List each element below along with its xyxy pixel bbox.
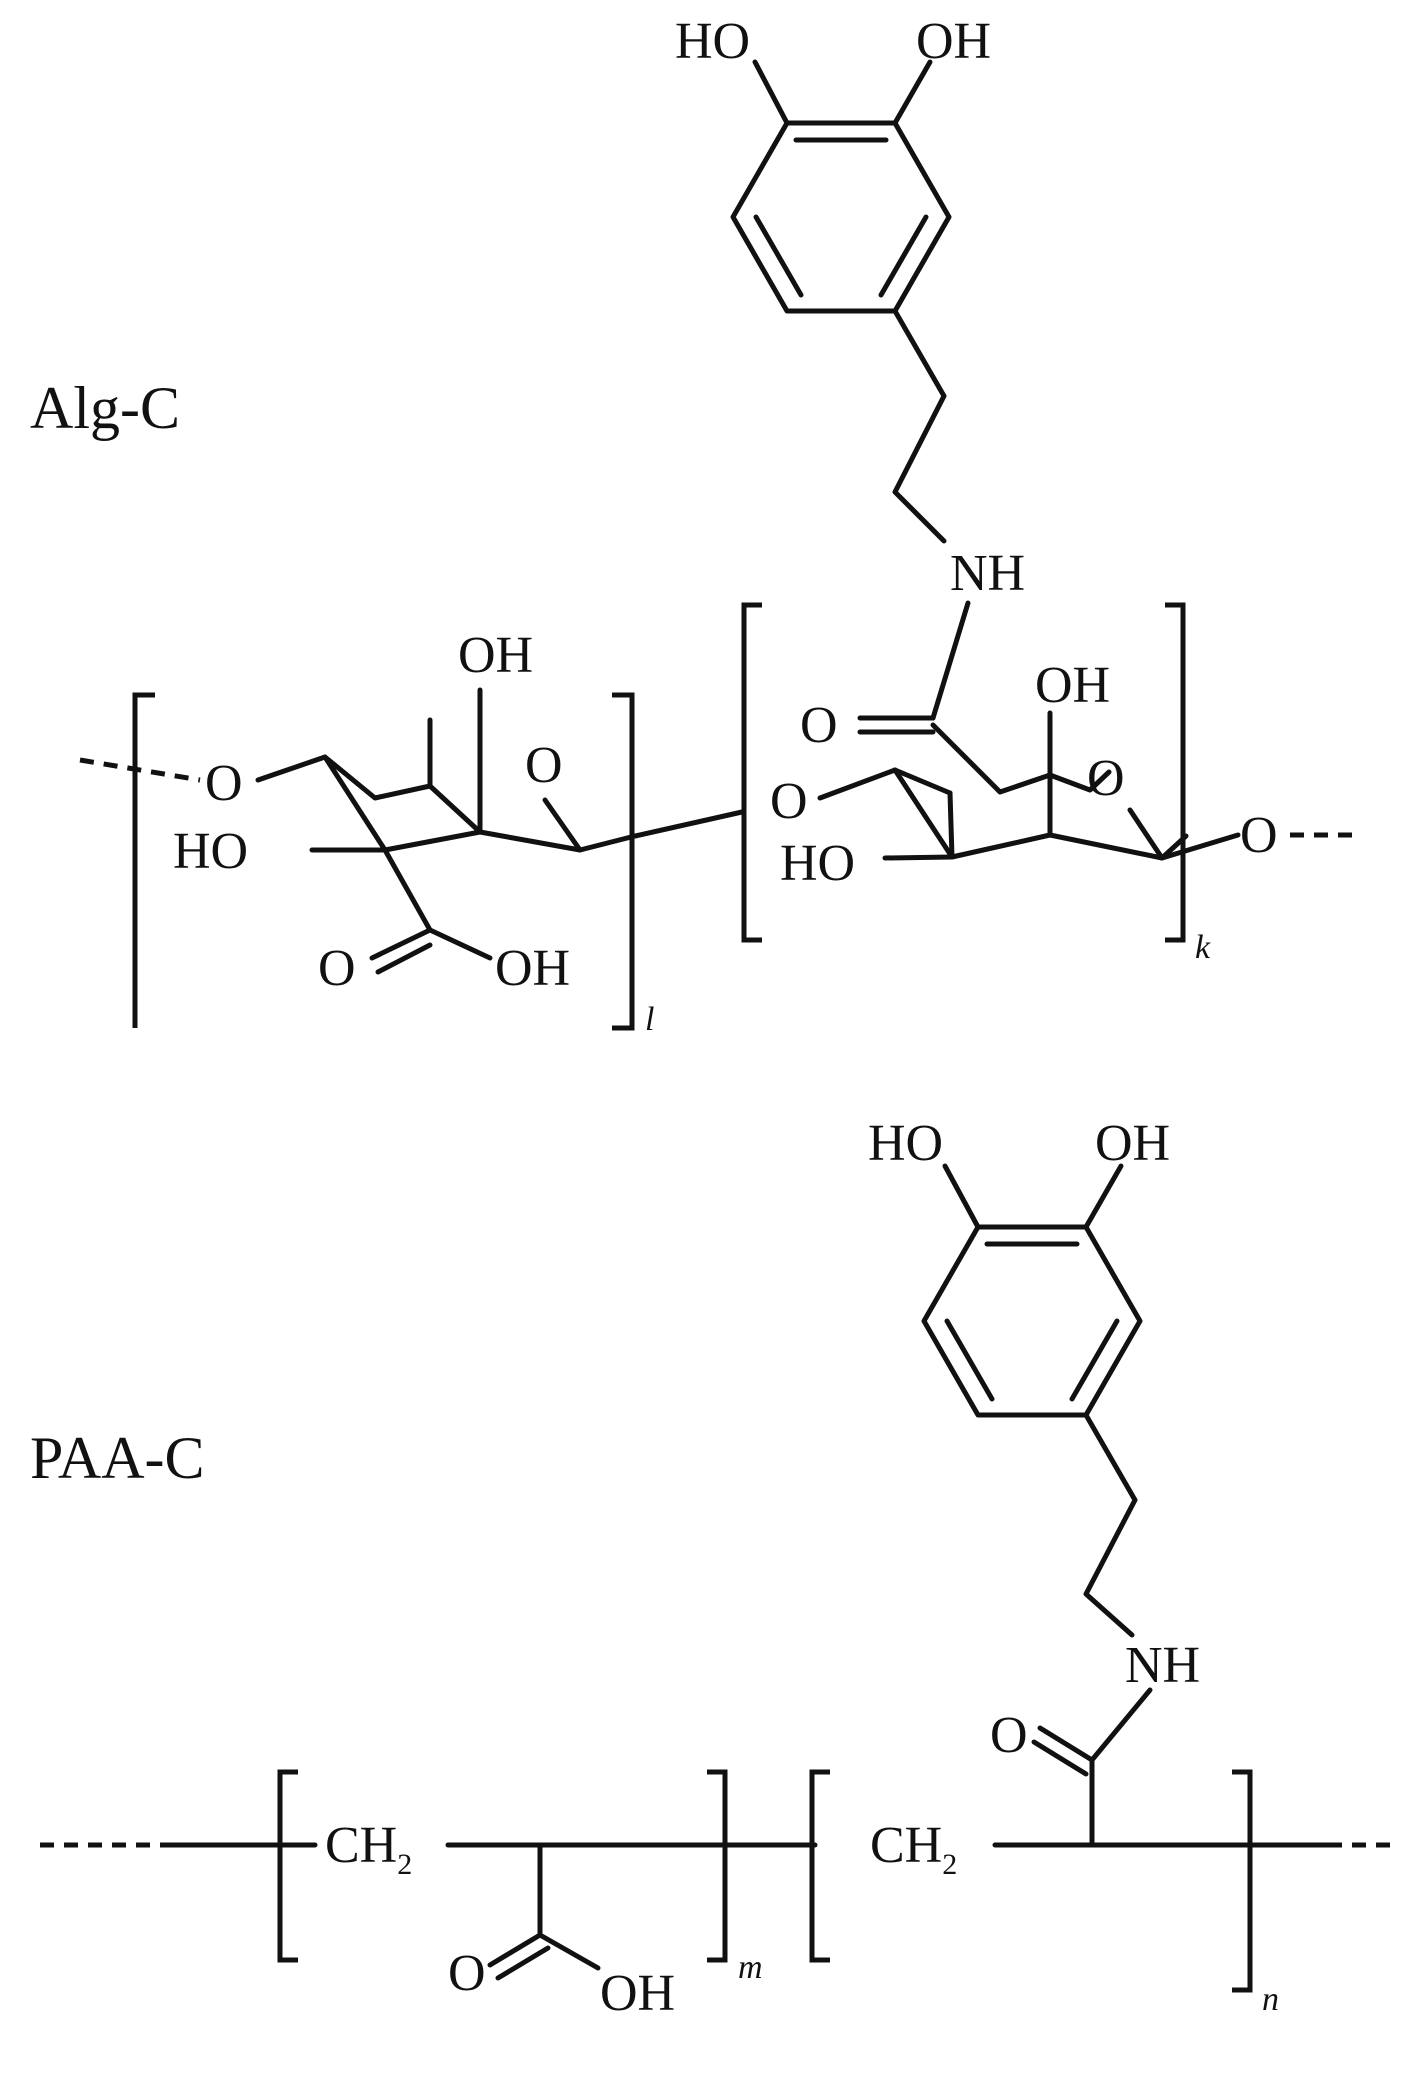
paa-c-structure: PAA-C HO OH NH O CH2 CH2 O — [30, 1115, 1395, 2022]
paa-o-amide: O — [990, 1707, 1028, 1764]
paa-ho-top: HO — [868, 1115, 943, 1172]
alg-o-ring-left: O — [525, 737, 563, 794]
paa-catechol-ring — [921, 1163, 1143, 1418]
alg-o-carbonyl: O — [800, 697, 838, 754]
alg-ho-top: HO — [675, 13, 750, 70]
alg-o-ring-right: O — [1087, 750, 1125, 807]
alg-oh-top: OH — [916, 13, 991, 70]
alg-o-link-mid: O — [770, 773, 808, 830]
alg-nh: NH — [950, 545, 1025, 602]
paa-c-label: PAA-C — [30, 1425, 205, 1491]
alg-o-end: O — [1240, 807, 1278, 864]
alg-index-k: k — [1195, 929, 1211, 966]
alg-o-acid-left: O — [318, 940, 356, 997]
paa-o-acid: O — [448, 1945, 486, 2002]
alg-c-label: Alg-C — [30, 375, 180, 441]
alg-right-pyranose-ring — [882, 710, 1189, 861]
alg-c-structure: Alg-C HO OH NH O OH — [30, 13, 1360, 1038]
alg-catechol-ring — [730, 59, 952, 314]
paa-ch2-right: CH2 — [870, 1817, 957, 1881]
paa-index-m: m — [738, 1949, 763, 1986]
alg-ho-ring-left: HO — [173, 823, 248, 880]
alg-index-l: l — [645, 1001, 654, 1038]
alg-oh-acid-left: OH — [495, 940, 570, 997]
alg-oh-ring-right: OH — [1035, 657, 1110, 714]
alg-oh-ring-left: OH — [458, 627, 533, 684]
alg-left-pyranose-ring — [255, 687, 638, 975]
paa-oh-top: OH — [1095, 1115, 1170, 1172]
paa-oh-acid: OH — [600, 1965, 675, 2022]
alg-ho-ring-right: HO — [780, 835, 855, 892]
paa-index-n: n — [1262, 1981, 1279, 2018]
paa-nh: NH — [1125, 1637, 1200, 1694]
alg-o-link-left: O — [205, 755, 243, 812]
paa-ch2-left: CH2 — [325, 1817, 412, 1881]
